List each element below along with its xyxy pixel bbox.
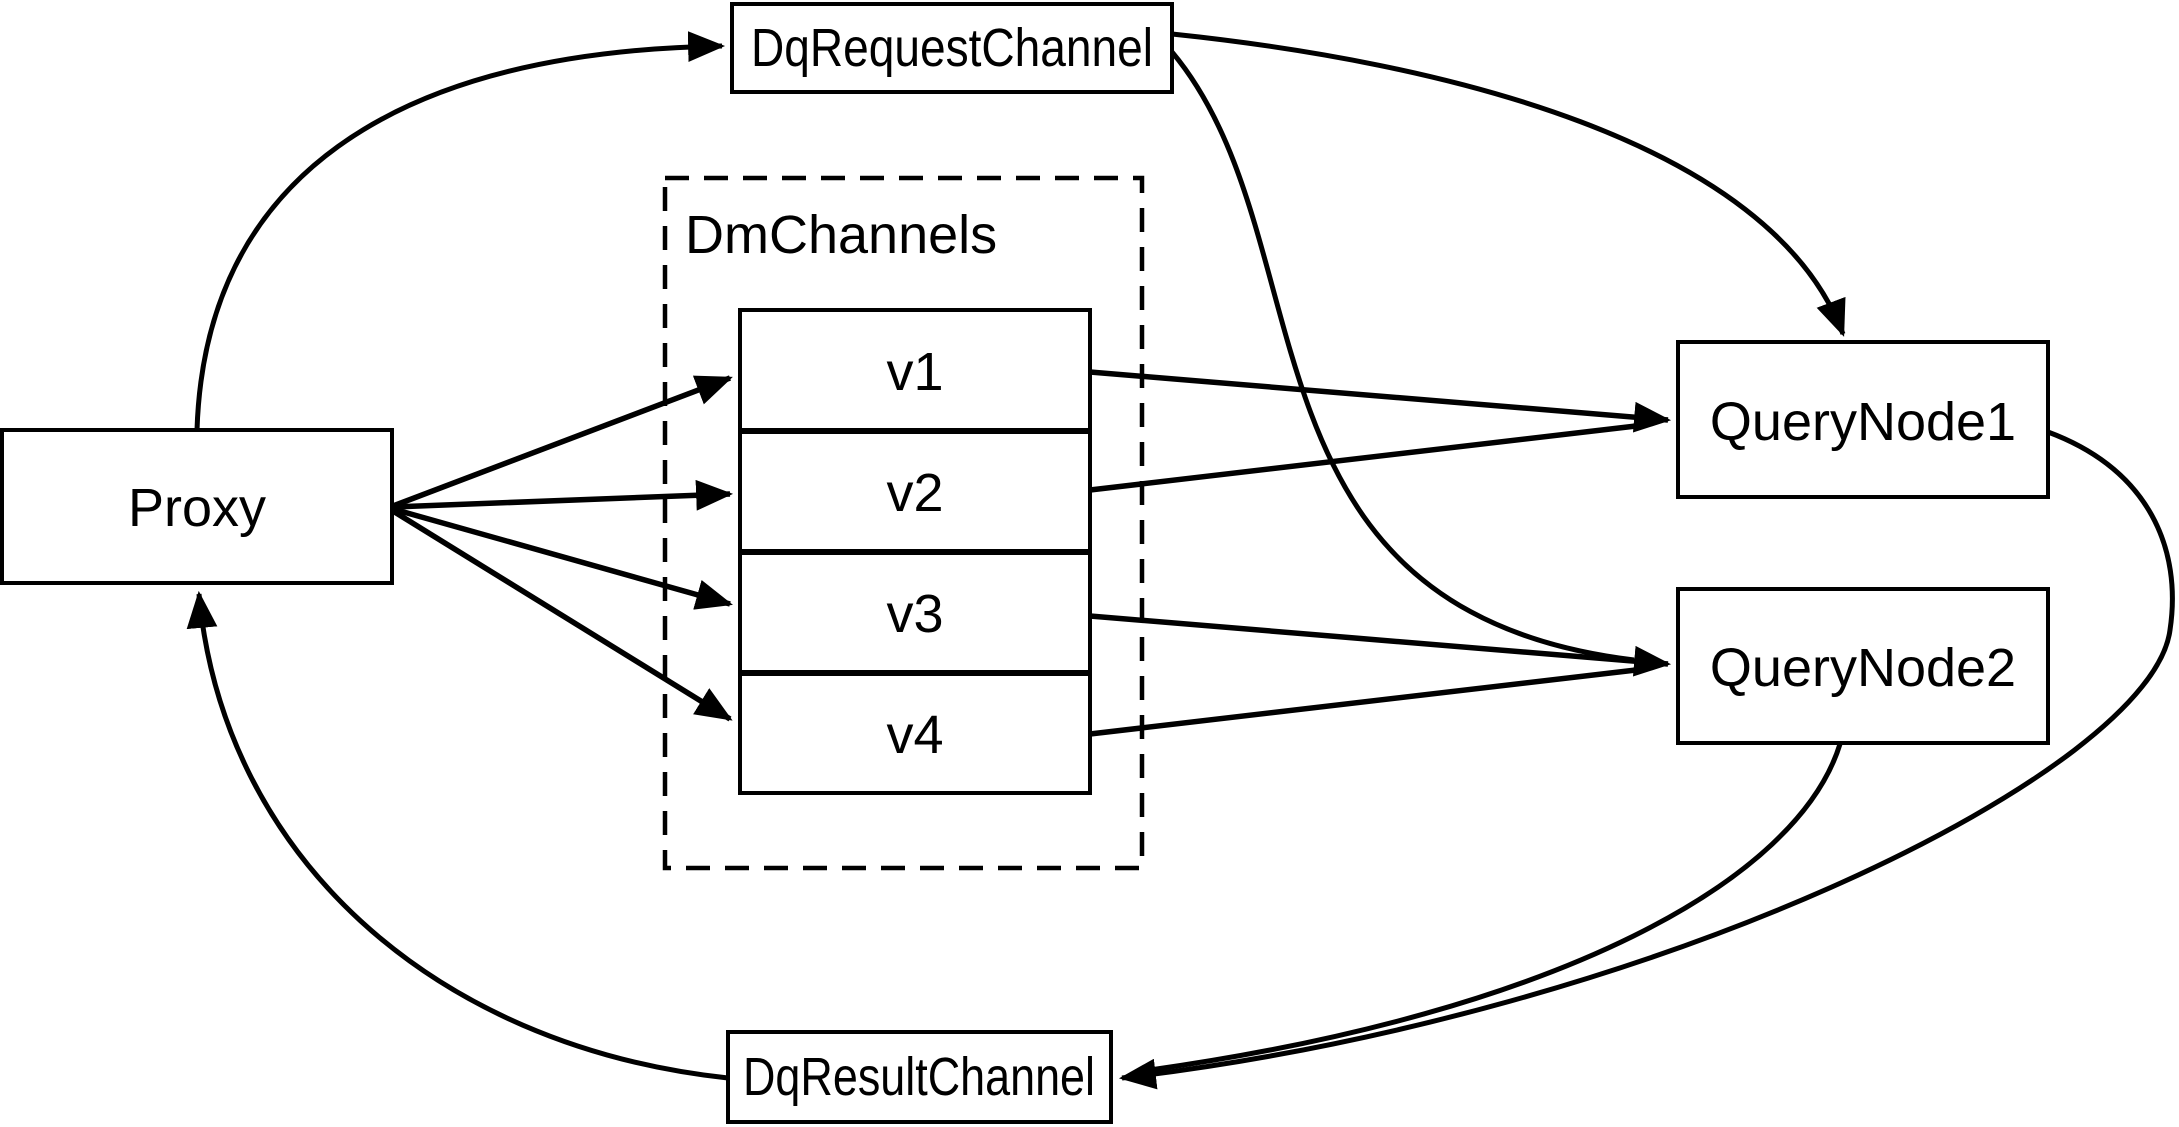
edge-proxy-to-v1 xyxy=(392,375,733,509)
dqrequestchannel-label: DqRequestChannel xyxy=(751,18,1153,78)
querynode1-box xyxy=(1676,340,2050,499)
edge-v2-to-querynode1 xyxy=(1089,423,1637,493)
proxy-box xyxy=(0,428,394,585)
dqresultchannel-box xyxy=(726,1030,1113,1124)
edge-querynode1-to-dqresultchannel xyxy=(1118,429,2175,1090)
dmchannels-group-label: DmChannels xyxy=(685,205,997,265)
edge-v4-to-querynode2 xyxy=(1089,667,1637,737)
dmchannels-group-box xyxy=(662,175,1145,871)
proxy-label: Proxy xyxy=(128,478,266,538)
edge-proxy-to-dqrequestchannel xyxy=(194,31,726,431)
dqrequestchannel-box xyxy=(730,2,1174,94)
edge-v1-to-querynode1 xyxy=(1089,369,1672,433)
edge-querynode2-to-dqresultchannel xyxy=(1149,743,1843,1073)
channel-v4-label: v4 xyxy=(886,705,943,765)
querynode2-label: QueryNode2 xyxy=(1710,638,2016,698)
edge-dqrequestchannel-to-querynode1 xyxy=(1171,31,1846,337)
querynode2-box xyxy=(1676,587,2050,745)
edge-v3-to-querynode2 xyxy=(1089,613,1672,677)
querynode1-label: QueryNode1 xyxy=(1710,392,2016,452)
edge-dqrequestchannel-to-querynode2 xyxy=(1170,50,1635,663)
edge-proxy-to-v4 xyxy=(391,508,733,722)
edge-dqresultchannel-to-proxy xyxy=(186,590,729,1081)
dqresultchannel-label: DqResultChannel xyxy=(743,1047,1095,1107)
edge-proxy-to-v2 xyxy=(392,479,734,511)
channel-v1-label: v1 xyxy=(886,342,943,402)
channel-v2-label: v2 xyxy=(886,463,943,523)
edge-proxy-to-v3 xyxy=(392,506,733,610)
channel-v3-label: v3 xyxy=(886,584,943,644)
